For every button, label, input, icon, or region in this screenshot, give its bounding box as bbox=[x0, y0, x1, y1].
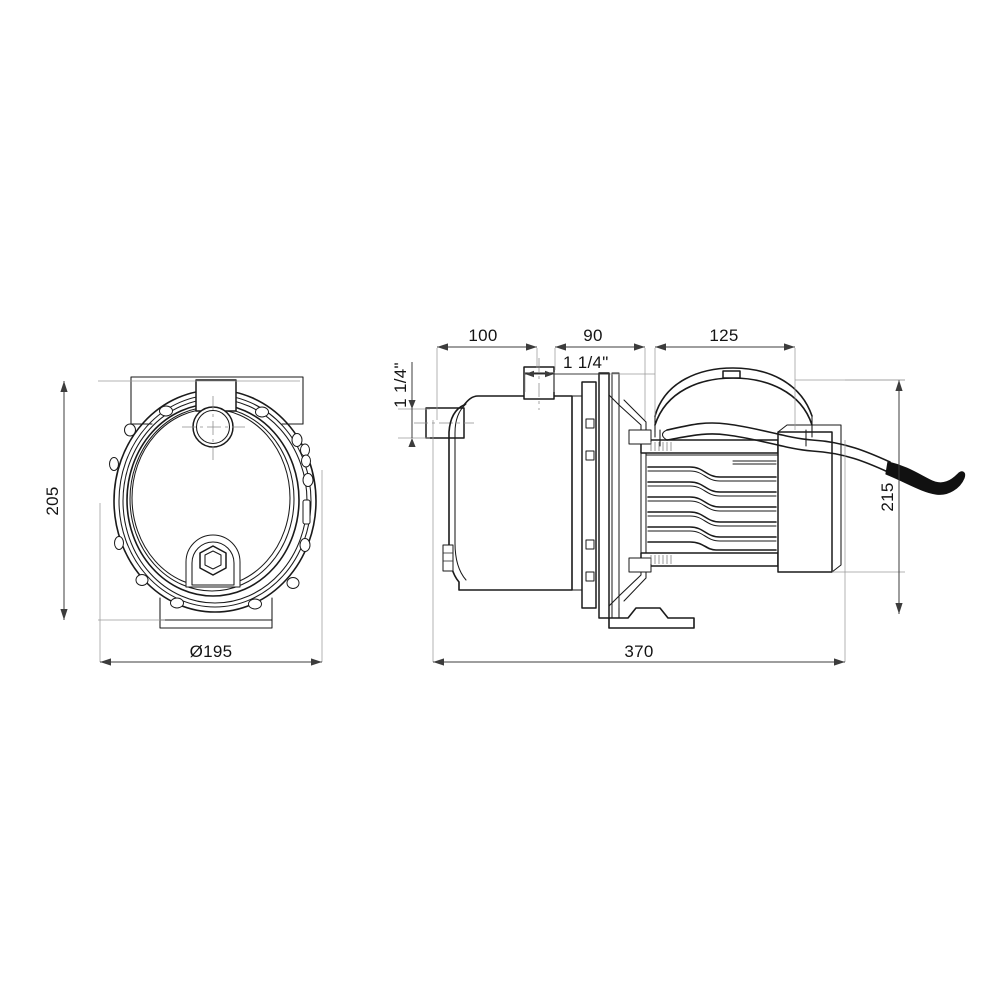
dimension-side-125-label: 125 bbox=[709, 326, 738, 345]
side-view-carry-handle bbox=[654, 367, 813, 447]
side-view-tierod-thread-hatch bbox=[650, 442, 672, 564]
dimension-discharge-port-label: 1 1/4" bbox=[563, 353, 609, 372]
side-view-leader-lines bbox=[608, 394, 620, 607]
side-view-discharge-neck bbox=[523, 358, 555, 410]
front-view-flange-bolts bbox=[109, 405, 314, 610]
dimension-side-100: 100 bbox=[437, 326, 537, 351]
side-view-suction-port bbox=[414, 407, 474, 439]
dimension-front-height-label: 205 bbox=[43, 486, 62, 515]
dimension-side-total-length-label: 370 bbox=[624, 642, 653, 661]
dimension-side-100-label: 100 bbox=[468, 326, 497, 345]
front-view-port-centerlines bbox=[182, 396, 245, 460]
side-view-base-foot bbox=[598, 607, 695, 629]
dimension-side-90-label: 90 bbox=[583, 326, 603, 345]
dimension-suction-port: 1 1/4" bbox=[391, 362, 430, 447]
side-view: 100 90 125 1 1/4" bbox=[391, 326, 966, 666]
side-view-cooling-fins bbox=[647, 460, 777, 551]
side-view-power-cable bbox=[661, 422, 966, 495]
dimension-side-total-length: 370 bbox=[432, 420, 846, 666]
dimension-front-height: 205 bbox=[43, 380, 300, 621]
side-view-extension-lines bbox=[436, 348, 796, 430]
front-view-drain-plug bbox=[185, 534, 241, 588]
dimension-discharge-port: 1 1/4" bbox=[525, 353, 610, 378]
side-view-guide-lines bbox=[610, 373, 905, 381]
front-view-discharge-boss bbox=[195, 379, 237, 412]
side-view-motor-housing bbox=[618, 399, 842, 602]
dimension-side-90: 90 bbox=[555, 326, 645, 351]
dimension-front-diameter-label: Ø195 bbox=[190, 642, 233, 661]
side-view-motor-flange bbox=[581, 372, 620, 619]
dimension-front-diameter: Ø195 bbox=[99, 470, 323, 666]
dimension-side-height-label: 215 bbox=[878, 482, 897, 511]
dimension-side-125: 125 bbox=[655, 326, 795, 351]
dimension-suction-port-label: 1 1/4" bbox=[391, 362, 410, 408]
front-view: 205 Ø195 bbox=[43, 376, 323, 666]
